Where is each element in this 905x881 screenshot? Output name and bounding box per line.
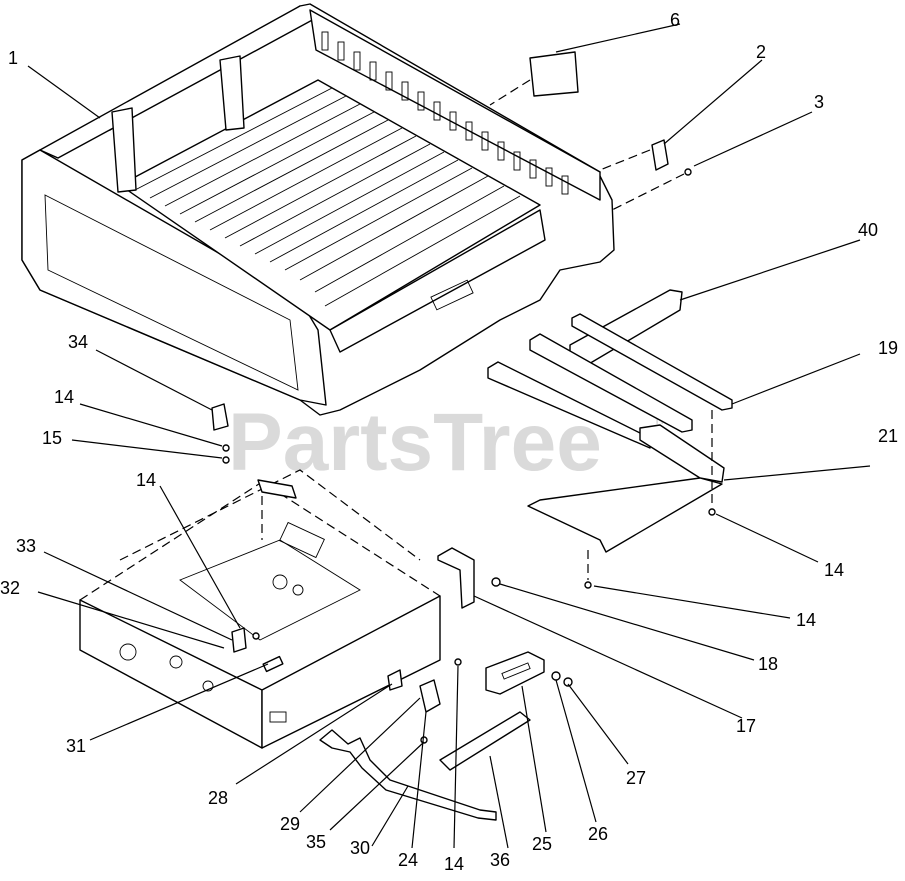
latch-part-25 bbox=[485, 651, 545, 695]
callout-32: 32 bbox=[0, 578, 20, 598]
callout-31: 31 bbox=[66, 736, 86, 756]
callout-14-e: 14 bbox=[444, 854, 464, 874]
callout-14-b: 14 bbox=[824, 560, 844, 580]
callout-25: 25 bbox=[532, 834, 552, 854]
callout-21: 21 bbox=[878, 426, 898, 446]
bracket-part-17 bbox=[437, 547, 475, 609]
callout-labels: 1 6 2 3 40 34 19 14 15 21 14 33 14 32 14… bbox=[0, 10, 898, 874]
callout-1: 1 bbox=[8, 48, 18, 68]
callout-2: 2 bbox=[756, 42, 766, 62]
callout-27: 27 bbox=[626, 768, 646, 788]
callout-15: 15 bbox=[42, 428, 62, 448]
callout-35: 35 bbox=[306, 832, 326, 852]
rod-part-30 bbox=[319, 729, 497, 821]
callout-30: 30 bbox=[350, 838, 370, 858]
screw-part-3 bbox=[684, 168, 692, 176]
callout-24: 24 bbox=[398, 850, 418, 870]
chassis-frame bbox=[79, 469, 441, 749]
rail-part-19 bbox=[529, 313, 733, 433]
callout-19: 19 bbox=[878, 338, 898, 358]
part-31 bbox=[262, 655, 284, 673]
callout-14-d: 14 bbox=[796, 610, 816, 630]
callout-34: 34 bbox=[68, 332, 88, 352]
clip-part-29 bbox=[419, 679, 441, 713]
callout-40: 40 bbox=[858, 220, 878, 240]
cargo-bed bbox=[21, 3, 615, 416]
bumper-part-2 bbox=[651, 139, 669, 171]
callout-14-c: 14 bbox=[136, 470, 156, 490]
bolt-part-18 bbox=[491, 577, 501, 587]
washer-part-26 bbox=[551, 671, 561, 681]
callout-3: 3 bbox=[814, 92, 824, 112]
rail-part-21 bbox=[487, 361, 725, 553]
bracket-part-33 bbox=[231, 627, 247, 653]
callout-17: 17 bbox=[736, 716, 756, 736]
callout-36: 36 bbox=[490, 850, 510, 870]
callout-18: 18 bbox=[758, 654, 778, 674]
nut-part-27 bbox=[563, 677, 573, 687]
decal-part-6 bbox=[529, 51, 579, 97]
bracket-part-34 bbox=[211, 403, 229, 431]
callout-26: 26 bbox=[588, 824, 608, 844]
callout-14-a: 14 bbox=[54, 387, 74, 407]
callout-28: 28 bbox=[208, 788, 228, 808]
watermark-text: PartsTree bbox=[228, 397, 602, 488]
callout-6: 6 bbox=[670, 10, 680, 30]
callout-33: 33 bbox=[16, 536, 36, 556]
callout-29: 29 bbox=[280, 814, 300, 834]
pad-part-36 bbox=[439, 711, 531, 771]
